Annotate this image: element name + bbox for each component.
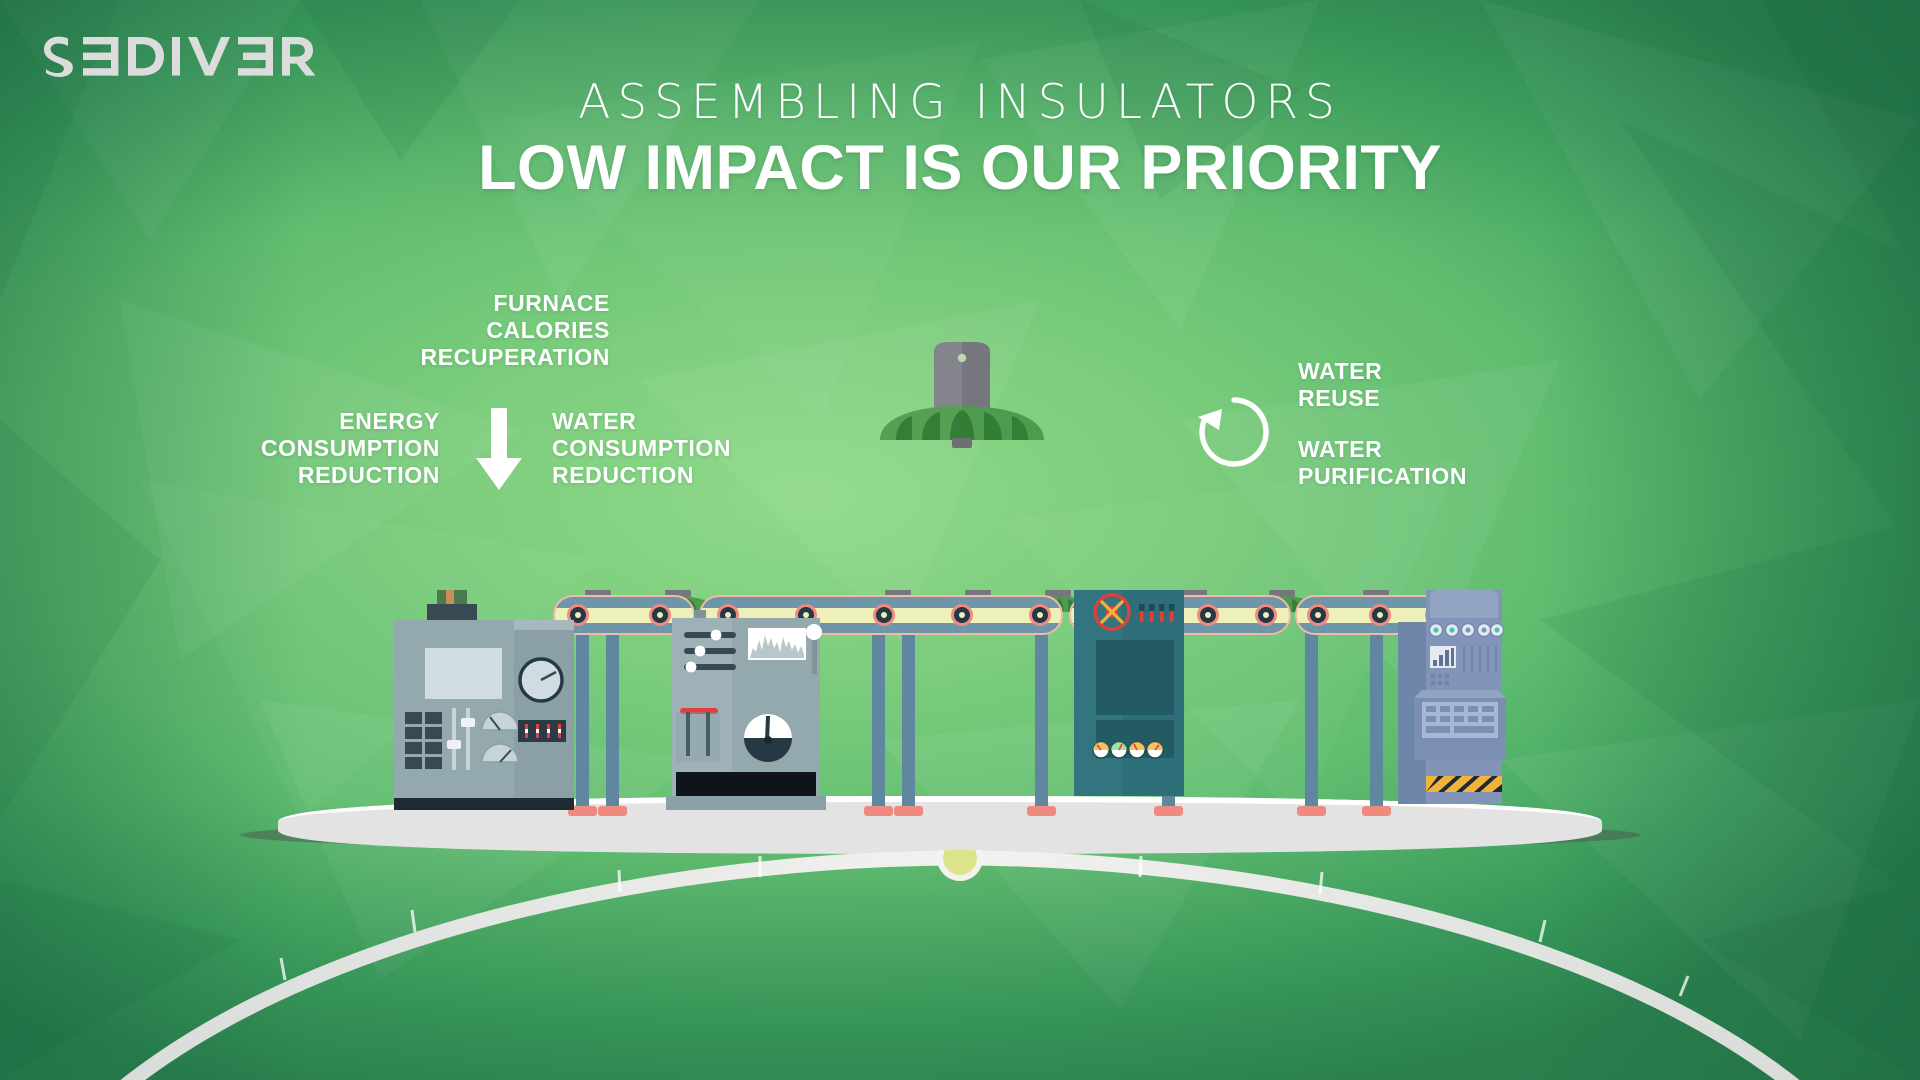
label-water-consumption-reduction: WATER CONSUMPTION REDUCTION (552, 408, 732, 488)
arc-progress-marker[interactable] (937, 850, 983, 881)
label-energy-consumption-reduction: ENERGY CONSUMPTION REDUCTION (260, 408, 440, 488)
label-water-purification: WATER PURIFICATION (1298, 436, 1468, 489)
label-water-reuse: WATER REUSE (1298, 358, 1383, 411)
title-group: ASSEMBLING INSULATORS LOW IMPACT IS OUR … (0, 75, 1920, 203)
arc-line (120, 850, 1800, 1080)
washing-machine (1074, 590, 1184, 796)
monitoring-machine (666, 610, 826, 810)
arc-ticks (279, 855, 1690, 997)
arrow-down-icon (476, 408, 522, 490)
factory-production-line (240, 590, 1640, 854)
page-title: LOW IMPACT IS OUR PRIORITY (478, 132, 1442, 203)
insulator-icon (880, 342, 1044, 448)
operator-station (1398, 590, 1506, 804)
furnace-control-machine (394, 590, 574, 810)
sediver-logo[interactable] (38, 26, 338, 88)
progress-arc[interactable] (0, 850, 1920, 1080)
label-furnace-calories-recuperation: FURNACE CALORIES RECUPERATION (420, 290, 610, 370)
eyebrow-title: ASSEMBLING INSULATORS (578, 75, 1342, 130)
recycle-circular-arrow-icon (1198, 397, 1269, 467)
sediver-wordmark (44, 36, 316, 77)
